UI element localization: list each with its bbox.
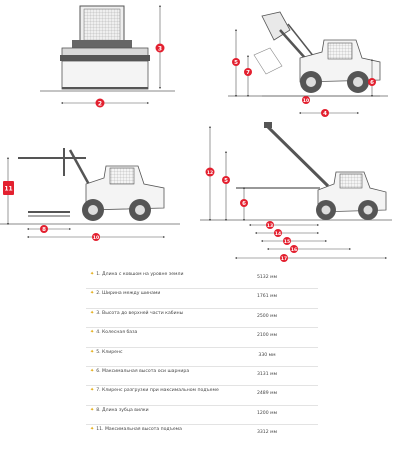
marker-5-right: 5 — [222, 176, 230, 184]
marker-8: 8 — [40, 225, 48, 233]
svg-text:6: 6 — [370, 80, 374, 86]
bullet-icon: ✦ — [90, 290, 95, 297]
svg-text:2: 2 — [98, 101, 102, 108]
bullet-icon: ✦ — [90, 406, 95, 413]
svg-text:10: 10 — [93, 235, 99, 241]
spec-row: ✦2. Ширина между шинами 1761 мм — [86, 289, 318, 309]
svg-text:5: 5 — [234, 60, 238, 66]
spec-value: 2100 мм — [256, 333, 278, 339]
svg-text:13: 13 — [267, 223, 273, 229]
spec-row: ✦6. Максимальная высота оси шарнира 3131… — [86, 367, 318, 387]
spec-value: 3312 мм — [256, 430, 278, 436]
marker-12: 12 — [205, 167, 215, 177]
marker-14: 14 — [274, 229, 282, 237]
svg-text:7: 7 — [246, 70, 250, 76]
spec-label: 6. Максимальная высота оси шарнира — [96, 368, 190, 374]
spec-value: 330 мм — [258, 352, 276, 358]
bullet-icon: ✦ — [90, 329, 95, 336]
marker-16: 16 — [290, 245, 298, 253]
spec-row: ✦11. Максимальная высота подъема 3312 мм — [86, 425, 318, 443]
svg-text:8: 8 — [42, 227, 46, 233]
svg-text:5: 5 — [224, 178, 228, 184]
spec-value: 1200 мм — [256, 410, 278, 416]
marker-6-right: 6 — [240, 199, 248, 207]
side-view-loader — [228, 11, 388, 115]
spec-row: ✦8. Длина зубца вилки 1200 мм — [86, 406, 318, 426]
bullet-icon: ✦ — [90, 367, 95, 374]
bullet-icon: ✦ — [90, 348, 95, 355]
forklift-view-loader — [0, 148, 180, 239]
spec-label: 11. Максимальная высота подъема — [96, 427, 182, 433]
svg-text:11: 11 — [4, 186, 12, 193]
spec-value: 2489 мм — [256, 391, 278, 397]
spec-value: 3131 мм — [256, 371, 278, 377]
spec-row: ✦7. Клиренс разгрузки при максимальном п… — [86, 386, 318, 406]
boom-view-loader — [200, 122, 392, 260]
spec-value: 2500 мм — [256, 313, 278, 319]
marker-15: 15 — [283, 237, 291, 245]
bullet-icon: ✦ — [90, 426, 95, 433]
svg-text:10: 10 — [303, 98, 309, 104]
svg-text:3: 3 — [158, 46, 162, 53]
marker-4: 4 — [321, 109, 329, 117]
svg-text:14: 14 — [275, 231, 281, 237]
spec-row: ✦1. Длина с ковшом на уровне земли 5132 … — [86, 270, 318, 290]
marker-11: 11 — [3, 181, 14, 195]
marker-2: 2 — [95, 98, 105, 108]
specifications-table: ✦1. Длина с ковшом на уровне земли 5132 … — [86, 270, 318, 444]
marker-13: 13 — [266, 221, 274, 229]
bullet-icon: ✦ — [90, 387, 95, 394]
spec-value: 5132 мм — [256, 275, 278, 280]
spec-label: 1. Длина с ковшом на уровне земли — [96, 272, 184, 277]
spec-row: ✦5. Клиренс 330 мм — [86, 348, 318, 367]
marker-10-side: 10 — [302, 96, 310, 104]
svg-text:17: 17 — [281, 256, 287, 262]
marker-17: 17 — [280, 254, 288, 262]
spec-row: ✦4. Колесная база 2100 мм — [86, 328, 318, 348]
svg-text:12: 12 — [207, 170, 213, 176]
marker-3: 3 — [155, 43, 165, 53]
marker-10: 10 — [92, 233, 100, 241]
svg-text:16: 16 — [291, 247, 297, 253]
bullet-icon: ✦ — [90, 271, 95, 277]
bullet-icon: ✦ — [90, 309, 95, 316]
spec-label: 7. Клиренс разгрузки при максимальном по… — [96, 388, 219, 394]
spec-label: 5. Клиренс — [96, 349, 123, 355]
spec-value: 1761 мм — [256, 294, 278, 300]
svg-text:4: 4 — [323, 111, 327, 117]
dimension-diagrams: 3 2 5 7 6 4 — [0, 4, 392, 262]
marker-5: 5 — [232, 58, 240, 66]
marker-6: 6 — [368, 78, 376, 86]
spec-label: 8. Длина зубца вилки — [96, 407, 149, 413]
spec-label: 4. Колесная база — [96, 330, 138, 336]
spec-label: 3. Высота до верхней части кабины — [96, 310, 184, 316]
front-view-loader — [40, 4, 175, 105]
svg-text:15: 15 — [284, 239, 290, 245]
spec-label: 2. Ширина между шинами — [96, 291, 161, 297]
spec-row: ✦3. Высота до верхней части кабины 2500 … — [86, 309, 318, 329]
svg-text:6: 6 — [242, 201, 246, 207]
marker-7: 7 — [244, 68, 252, 76]
